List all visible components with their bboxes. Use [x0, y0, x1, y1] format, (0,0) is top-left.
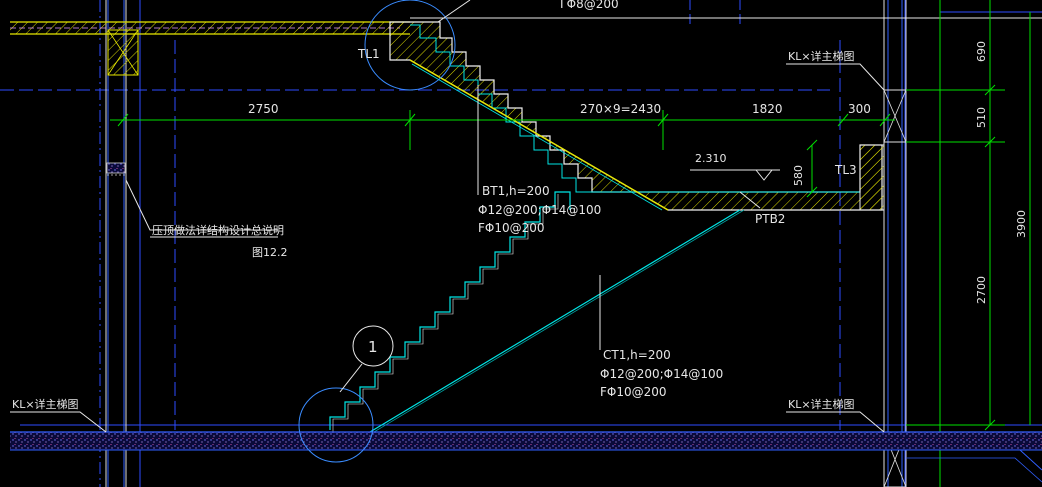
left-column	[105, 0, 139, 487]
note-line1-label: 压顶做法详结构设计总说明	[152, 223, 284, 237]
ct1-rebar-label: Φ12@200;Φ14@100	[600, 367, 723, 381]
dim-2750: 2750	[248, 102, 279, 116]
dim-v-2700: 2700	[975, 276, 988, 304]
tl3-label: TL3	[834, 163, 857, 177]
dim-v-690: 690	[975, 41, 988, 62]
right-column	[883, 0, 907, 487]
upper-floor-slab	[10, 0, 1042, 487]
detail-marker-label: 1	[368, 338, 378, 356]
dim-v-510: 510	[975, 107, 988, 128]
elevation-label: 2.310	[695, 152, 727, 165]
ct1-title-label: CT1,h=200	[603, 348, 671, 362]
upper-stair-flight	[389, 21, 885, 211]
dim-1820: 1820	[752, 102, 783, 116]
lower-stair-flight	[329, 191, 745, 433]
dim-treads: 270×9=2430	[580, 102, 661, 116]
leader-lines	[10, 63, 885, 433]
kl-bottom-left-label: KL×详主梯图	[12, 397, 79, 411]
dimension-lines	[110, 0, 1031, 431]
dim-300: 300	[848, 102, 871, 116]
kl-top-right-label: KL×详主梯图	[788, 49, 855, 63]
dim-580: 580	[792, 165, 805, 186]
ground-slab	[10, 431, 1042, 483]
kl-bottom-right-label: KL×详主梯图	[788, 397, 855, 411]
ct1-dist-label: FΦ10@200	[600, 385, 667, 399]
note-line2-label: 图12.2	[252, 246, 288, 259]
dim-v-3900: 3900	[1015, 210, 1028, 238]
bt1-title-label: BT1,h=200	[482, 184, 550, 198]
bt1-dist-label: FΦ10@200	[478, 221, 545, 235]
bt1-rebar-label: Φ12@200;Φ14@100	[478, 203, 601, 217]
top-rebar-label: ΓΦ8@200	[560, 0, 619, 11]
detail-circles	[298, 0, 471, 463]
ptb2-label: PTB2	[755, 212, 785, 226]
tl1-label: TL1	[357, 47, 380, 61]
